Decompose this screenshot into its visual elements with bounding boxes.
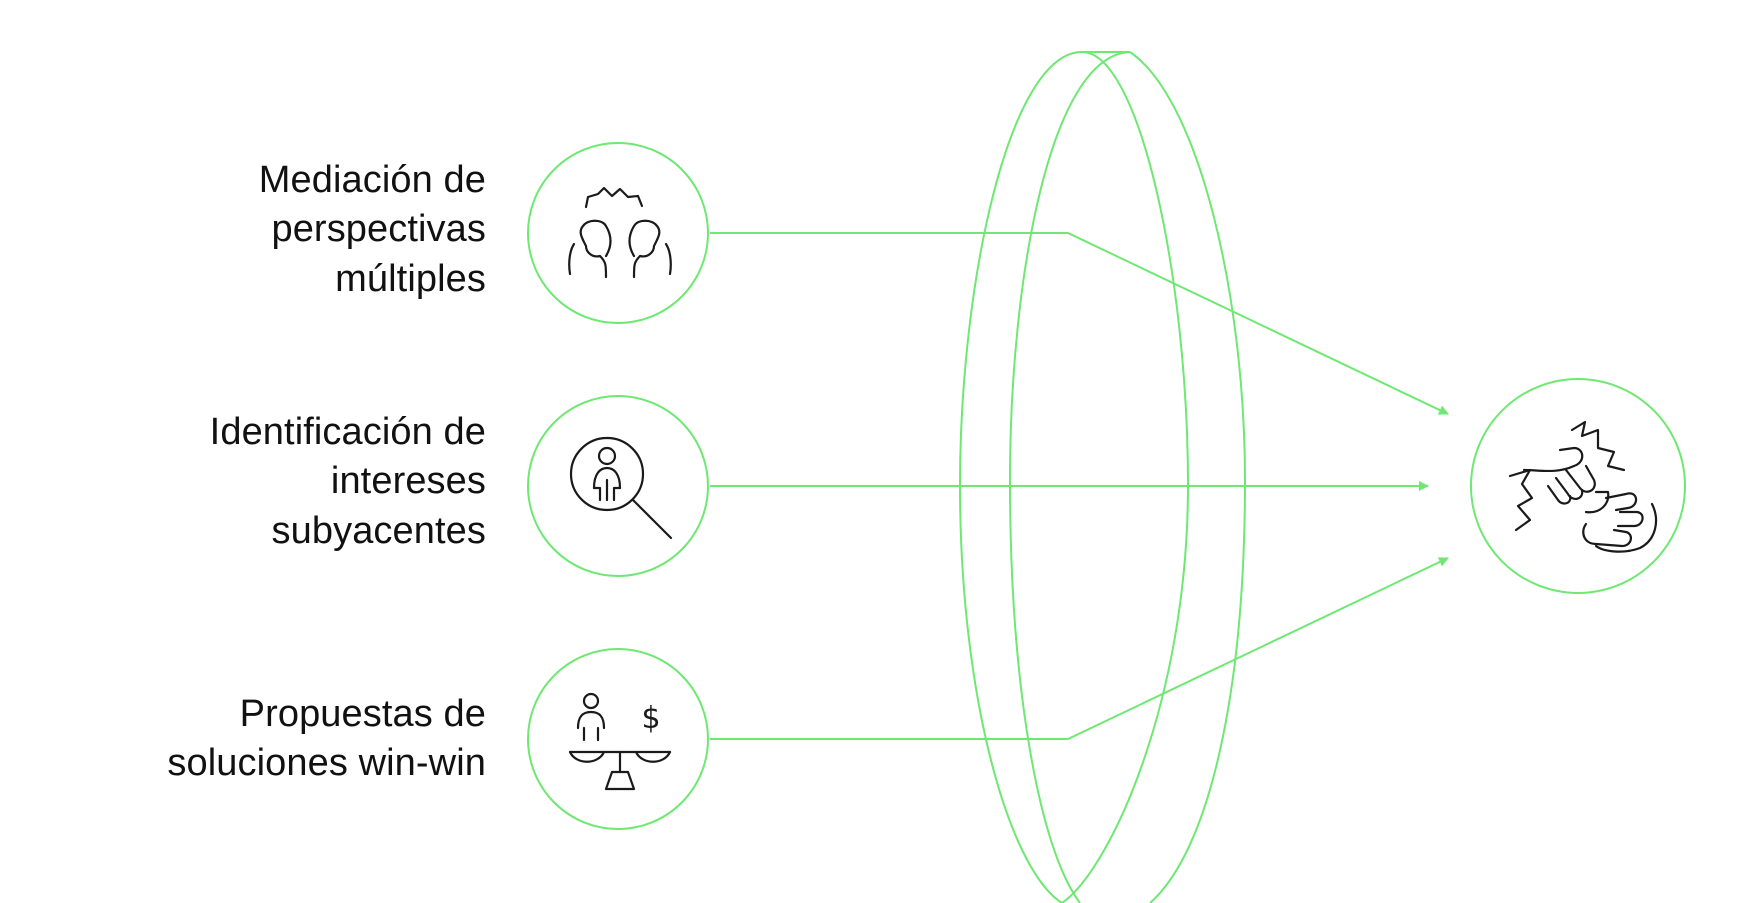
label-line: subyacentes [271, 509, 486, 552]
connector-arrow-top [710, 232, 1449, 415]
scale-person-dollar-icon: $ [568, 692, 672, 791]
result-circle [1470, 378, 1686, 594]
lens-front [958, 50, 1190, 903]
label-line: perspectivas [271, 208, 486, 251]
dollar-sign: $ [641, 701, 660, 736]
item-label-mediation: Mediación de perspectivas múltiples [26, 156, 486, 304]
icon-circle-interests [527, 395, 709, 577]
lens-shape [958, 50, 1247, 903]
lens-back-outer [1129, 51, 1247, 903]
item-label-proposals: Propuestas de soluciones win-win [26, 690, 486, 789]
label-line: soluciones win-win [167, 742, 486, 785]
item-label-interests: Identificación de intereses subyacentes [26, 408, 486, 556]
label-line: Mediación de [258, 159, 486, 201]
icon-circle-proposals: $ [527, 648, 709, 830]
label-line: Identificación de [209, 411, 486, 453]
label-line: intereses [330, 460, 486, 503]
icon-circle-mediation [527, 142, 709, 324]
label-line: múltiples [335, 257, 486, 300]
magnifier-person-icon [569, 436, 673, 540]
connector-arrow-bottom [710, 557, 1449, 740]
two-heads-perspectives-icon [568, 186, 672, 279]
lens-back-edge [1008, 51, 1131, 903]
label-line: Propuestas de [239, 693, 486, 735]
fist-bump-icon [1508, 420, 1658, 553]
